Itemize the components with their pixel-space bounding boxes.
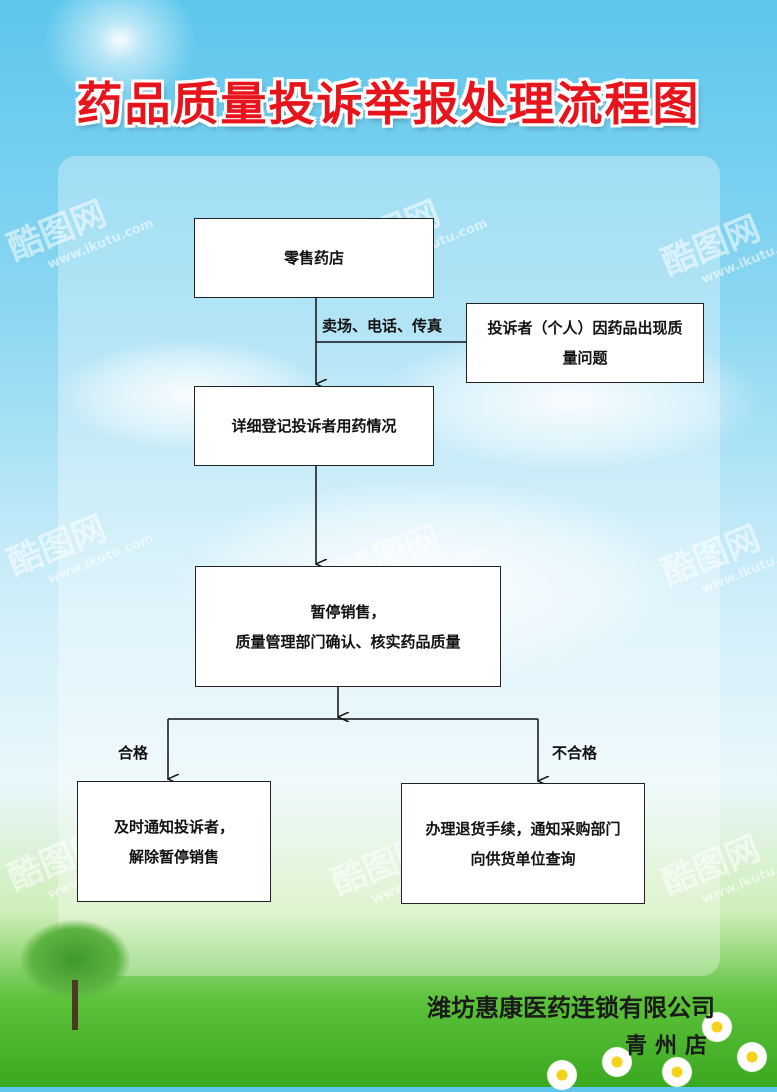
- node-fail-line2: 向供货单位查询: [470, 849, 576, 868]
- node-fail-line1: 办理退货手续，通知采购部门: [425, 819, 621, 838]
- daisy-flower: [735, 1040, 769, 1074]
- node-pass-line1: 及时通知投诉者，: [113, 817, 234, 836]
- node-suspend-line2: 质量管理部门确认、核实药品质量: [235, 632, 461, 651]
- daisy-flower: [700, 1010, 734, 1044]
- company-name: 潍坊惠康医药连锁有限公司: [427, 994, 715, 1022]
- node-complainant-line2: 量问题: [562, 349, 608, 367]
- page-title: 药品质量投诉举报处理流程图: [76, 77, 701, 131]
- sun-glare: [30, 0, 200, 120]
- node-pass-line2: 解除暂停销售: [128, 847, 219, 866]
- label-channels: 卖场、电话、传真: [322, 317, 443, 335]
- label-fail: 不合格: [552, 744, 598, 762]
- node-pass-action: 及时通知投诉者， 解除暂停销售: [77, 781, 271, 902]
- node-retail-store: 零售药店: [194, 218, 434, 298]
- daisy-flower: [600, 1045, 634, 1079]
- node-register-label: 详细登记投诉者用药情况: [231, 417, 397, 435]
- node-fail-action: 办理退货手续，通知采购部门 向供货单位查询: [401, 783, 645, 904]
- branch-name: 青州店: [624, 1033, 715, 1059]
- daisy-flower: [660, 1055, 694, 1089]
- label-pass: 合格: [118, 744, 149, 762]
- daisy-flower: [545, 1058, 579, 1092]
- node-retail-store-label: 零售药店: [283, 249, 344, 267]
- node-complainant: 投诉者（个人）因药品出现质 量问题: [466, 303, 704, 383]
- node-complainant-line1: 投诉者（个人）因药品出现质: [487, 319, 683, 337]
- node-suspend-sales: 暂停销售， 质量管理部门确认、核实药品质量: [195, 566, 501, 687]
- node-register: 详细登记投诉者用药情况: [194, 386, 434, 466]
- node-suspend-line1: 暂停销售，: [310, 602, 386, 621]
- tree-trunk: [72, 980, 78, 1030]
